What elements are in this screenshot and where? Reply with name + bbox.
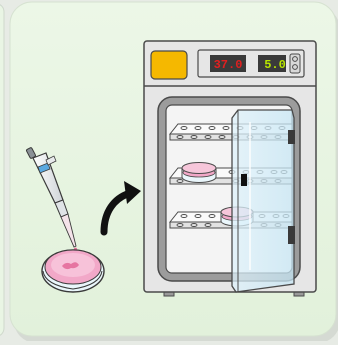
petri-dish-icon [42,250,104,292]
door-hinge-bottom [288,226,295,244]
left-panel-edge [0,4,4,336]
co2-readout: 5.0 [264,58,286,72]
incubator-icon: 37.0 5.0 [144,41,316,296]
dial-icon [290,54,300,73]
incubator-glass-door [232,110,294,292]
status-light [151,51,187,79]
temperature-readout: 37.0 [214,58,243,72]
petri-dish-stack-middle [182,163,216,183]
door-hinge-top [288,130,295,144]
